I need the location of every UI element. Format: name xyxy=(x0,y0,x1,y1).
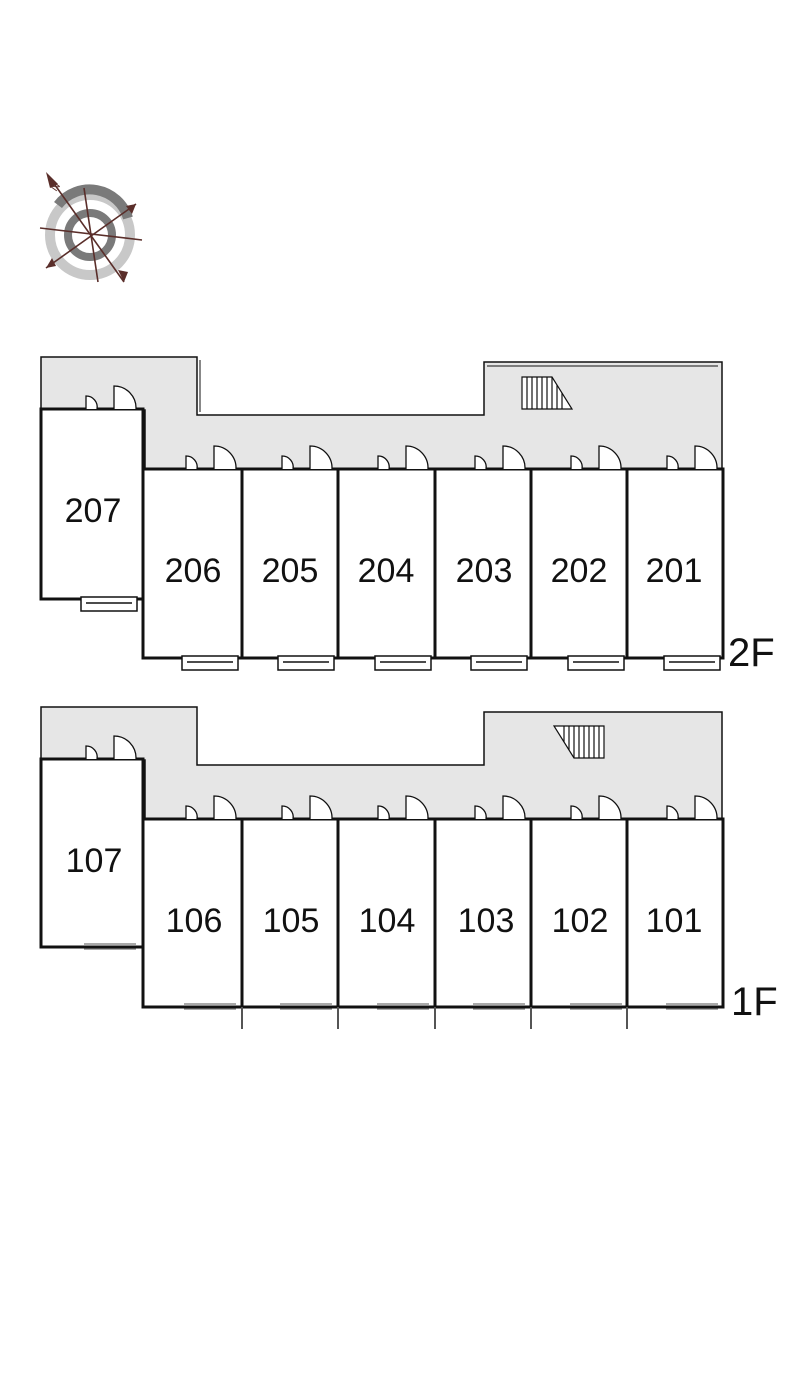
unit-label-101: 101 xyxy=(646,902,703,940)
unit-label-205: 205 xyxy=(262,552,319,590)
unit-label-207: 207 xyxy=(65,492,122,530)
unit-label-204: 204 xyxy=(358,552,415,590)
unit-block-2f xyxy=(141,467,725,660)
unit-label-107: 107 xyxy=(66,842,123,880)
floor-2f: 207 206 205 204 203 202 201 2F xyxy=(39,356,775,675)
compass-icon: N xyxy=(39,172,143,283)
floor-label-1f: 1F xyxy=(731,980,778,1024)
unit-label-106: 106 xyxy=(166,902,223,940)
stairs-2f xyxy=(521,376,574,410)
unit-label-104: 104 xyxy=(359,902,416,940)
unit-block-1f xyxy=(141,817,725,1009)
stairs-1f xyxy=(552,725,605,759)
unit-label-105: 105 xyxy=(263,902,320,940)
compass-north-label: N xyxy=(49,180,63,193)
doors-1f xyxy=(85,735,718,820)
unit-207 xyxy=(39,407,145,601)
unit-label-206: 206 xyxy=(165,552,222,590)
balconies-2f xyxy=(80,596,721,671)
unit-label-201: 201 xyxy=(646,552,703,590)
windows-1f xyxy=(84,943,718,1010)
floor-1f: 107 106 105 104 103 102 101 1F xyxy=(39,706,778,1029)
unit-label-102: 102 xyxy=(552,902,609,940)
doors-2f xyxy=(85,385,718,470)
unit-label-103: 103 xyxy=(458,902,515,940)
unit-label-202: 202 xyxy=(551,552,608,590)
unit-label-203: 203 xyxy=(456,552,513,590)
floor-label-2f: 2F xyxy=(728,631,775,675)
